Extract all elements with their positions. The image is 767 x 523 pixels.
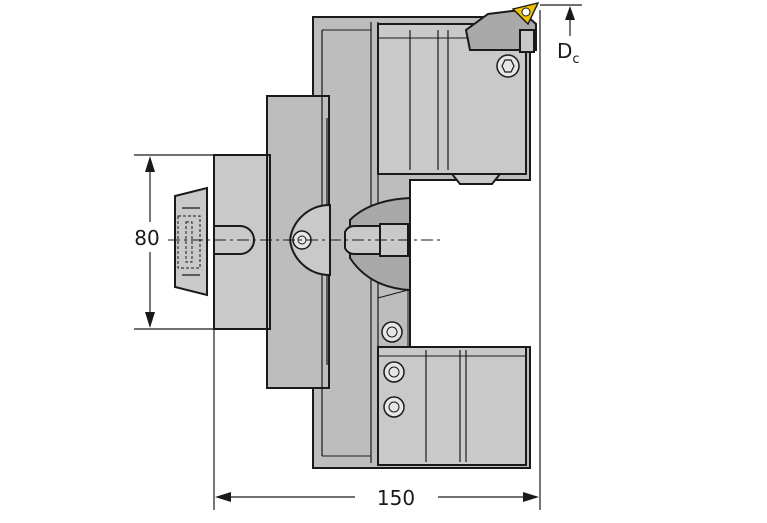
screw-2: [383, 361, 405, 383]
dimension-height: 80: [134, 154, 214, 330]
height-dimension-label: 80: [134, 226, 159, 250]
screw-1: [381, 321, 403, 343]
width-dimension-label: 150: [377, 486, 415, 510]
coupling-shank: [174, 186, 208, 297]
screw-3: [383, 396, 405, 418]
dimension-width: 150: [213, 10, 541, 510]
cutting-insert: [464, 1, 540, 53]
dc-dimension-label: Dc: [557, 39, 580, 67]
dimension-dc: Dc: [540, 4, 582, 67]
lower-holder: [377, 289, 527, 466]
